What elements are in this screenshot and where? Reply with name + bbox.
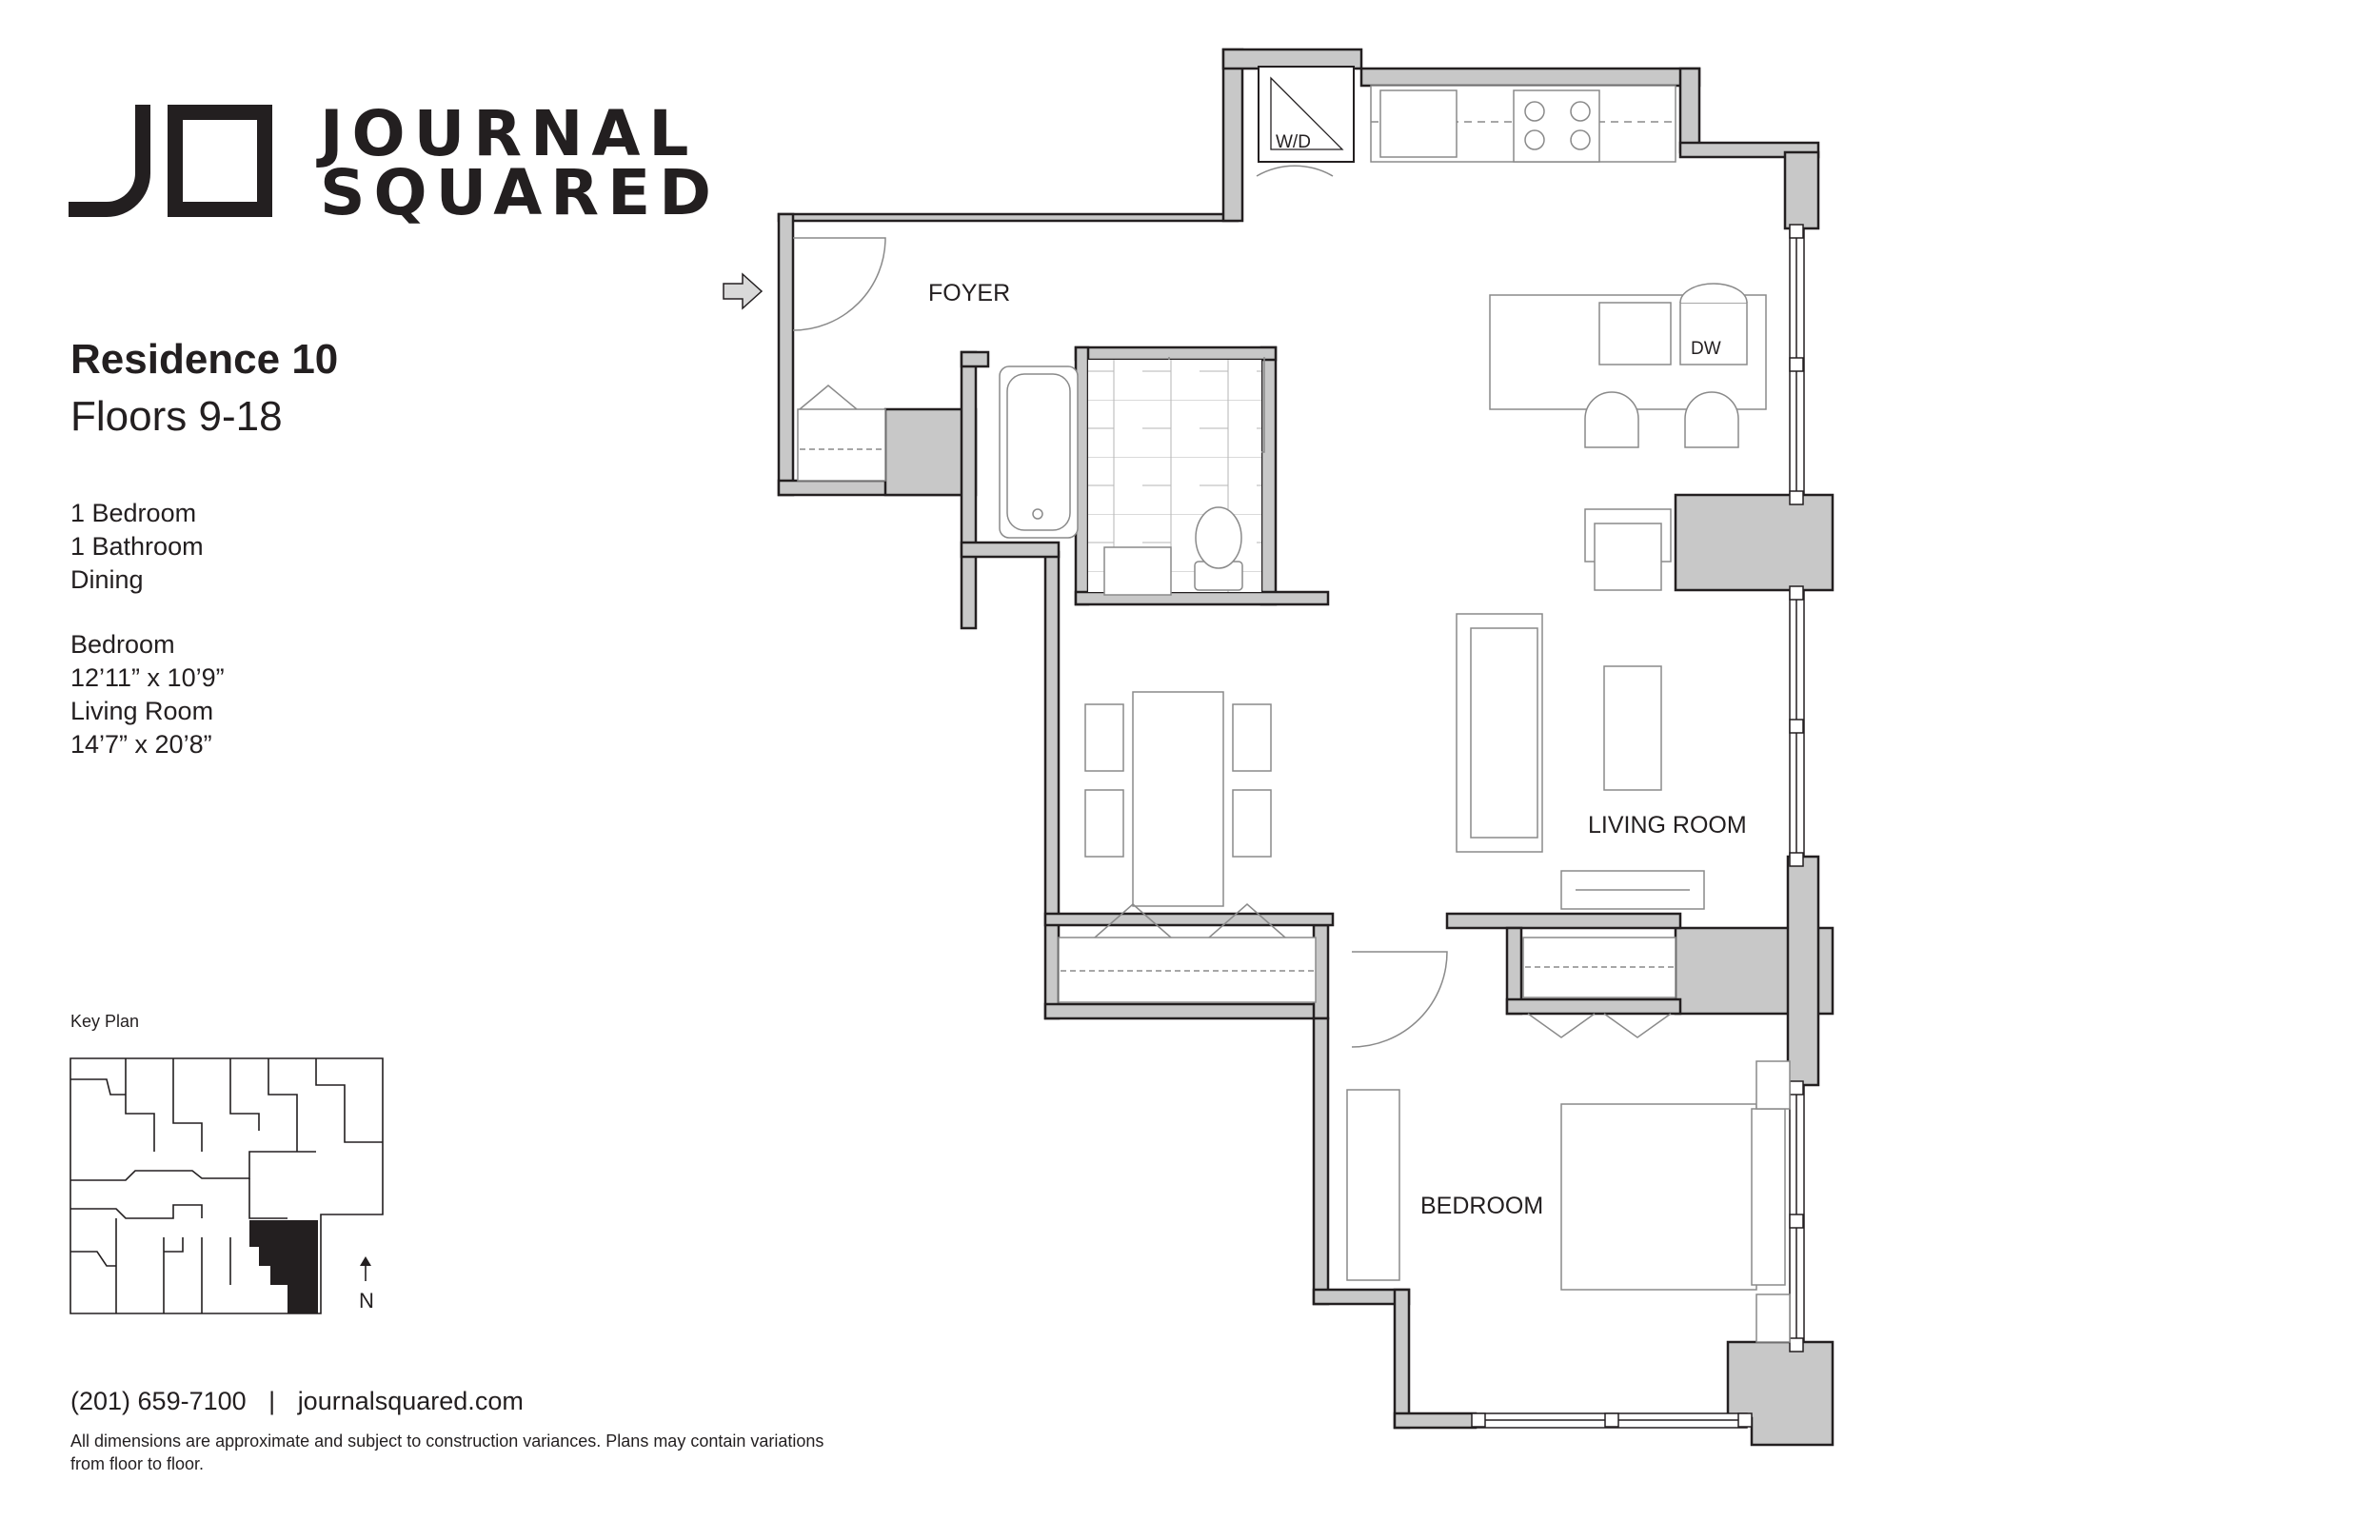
bedroom-closet	[1522, 937, 1676, 1038]
dining-closet	[1058, 903, 1317, 1003]
room-label-foyer: FOYER	[928, 280, 1010, 306]
walls	[777, 48, 1835, 1447]
bedroom-furniture	[1346, 1060, 1791, 1343]
dishwasher-label: DW	[1691, 339, 1721, 359]
residence-floors: Floors 9-18	[70, 393, 283, 440]
feature-item: 1 Bathroom	[70, 532, 204, 561]
room-label-bedroom: BEDROOM	[1420, 1193, 1543, 1219]
kitchen-counter	[1370, 85, 1676, 163]
key-plan-highlight	[249, 1220, 318, 1313]
jq-logo-mark	[69, 105, 272, 217]
bathroom-fixtures	[999, 365, 1243, 596]
contact-website[interactable]: journalsquared.com	[297, 1387, 524, 1415]
dimension-room: Bedroom	[70, 630, 175, 659]
feature-item: Dining	[70, 565, 144, 594]
dimensions-list: Bedroom 12’11” x 10’9” Living Room 14’7”…	[70, 628, 225, 761]
dimension-room: Living Room	[70, 697, 214, 725]
washer-dryer-closet	[1258, 66, 1355, 163]
brand-name-line2: SQUARED	[320, 156, 720, 229]
contact-separator: |	[268, 1387, 276, 1415]
living-furniture	[1456, 508, 1705, 910]
windows	[1471, 224, 1805, 1429]
key-plan: N	[69, 1057, 384, 1314]
feature-item: 1 Bedroom	[70, 499, 197, 527]
entry-arrow-icon	[723, 272, 764, 310]
washer-dryer-label: W/D	[1276, 132, 1311, 152]
disclaimer: All dimensions are approximate and subje…	[70, 1431, 824, 1473]
foyer-closet	[797, 385, 886, 482]
residence-title: Residence 10	[70, 336, 339, 383]
dining-set	[1084, 691, 1272, 907]
room-label-living-room: LIVING ROOM	[1588, 812, 1747, 839]
key-plan-label: Key Plan	[70, 1012, 140, 1031]
dimension-size: 14’7” x 20’8”	[70, 730, 212, 759]
contact-line: (201) 659-7100 | journalsquared.com	[70, 1389, 524, 1414]
north-indicator: N	[359, 1289, 374, 1313]
contact-phone: (201) 659-7100	[70, 1387, 247, 1415]
features-list: 1 Bedroom 1 Bathroom Dining	[70, 497, 204, 597]
kitchen-island	[1489, 283, 1767, 448]
dimension-size: 12’11” x 10’9”	[70, 663, 225, 692]
brand-name-line1: JOURNAL	[320, 97, 698, 170]
